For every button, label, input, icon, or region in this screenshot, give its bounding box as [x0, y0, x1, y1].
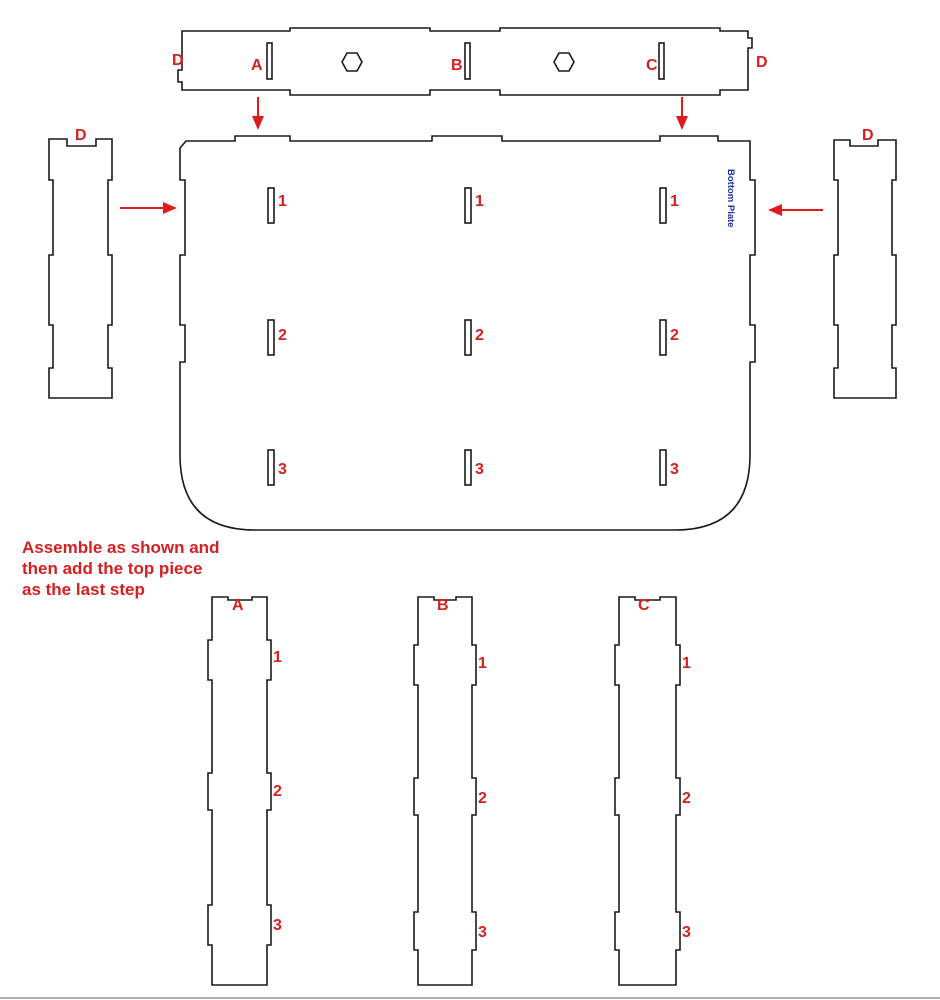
side-piece-right: D [833, 127, 897, 399]
leg-c-outline [614, 596, 681, 986]
instruction-line-1: Assemble as shown and [22, 538, 219, 557]
bottom-slot [267, 449, 275, 486]
side-piece-left-outline [48, 138, 113, 399]
arrow-left [768, 204, 823, 216]
bottom-row-label-2: 2 [278, 327, 287, 344]
bottom-slot [464, 449, 472, 486]
bottom-slot [267, 187, 275, 224]
top-hole-right [553, 52, 575, 72]
arrow-down-right [676, 97, 688, 130]
assembly-arrows [120, 97, 823, 216]
bottom-row-label-1: 1 [670, 193, 679, 210]
side-left-label-d: D [75, 127, 87, 144]
leg-b-outline [413, 596, 477, 986]
leg-b-notch-1: 1 [478, 655, 487, 672]
top-label-c: C [646, 57, 658, 74]
top-piece: D D A B C [172, 27, 768, 96]
leg-b-label: B [437, 597, 449, 614]
top-slot-a [266, 42, 273, 80]
leg-b-notch-3: 3 [478, 924, 487, 941]
bottom-slot [464, 319, 472, 356]
top-label-b: B [451, 57, 463, 74]
bottom-row-label-1: 1 [278, 193, 287, 210]
leg-b-notch-2: 2 [478, 790, 487, 807]
bottom-row-label-3: 3 [278, 461, 287, 478]
instruction-line-2: then add the top piece [22, 559, 202, 578]
leg-b: B 1 2 3 [413, 596, 487, 986]
bottom-plate: 1 1 1 2 2 2 3 3 3 Bottom Plate [179, 135, 756, 531]
instruction-note: Assemble as shown and then add the top p… [22, 538, 219, 599]
bottom-plate-outline [179, 135, 756, 531]
leg-a-notch-2: 2 [273, 783, 282, 800]
bottom-row-label-2: 2 [475, 327, 484, 344]
bottom-row-label-3: 3 [670, 461, 679, 478]
leg-a-notch-3: 3 [273, 917, 282, 934]
leg-c: C 1 2 3 [614, 596, 691, 986]
side-piece-left: D [48, 127, 113, 399]
bottom-row-label-1: 1 [475, 193, 484, 210]
bottom-row-label-2: 2 [670, 327, 679, 344]
bottom-slot [464, 187, 472, 224]
arrow-right [120, 202, 177, 214]
arrow-down-left [252, 97, 264, 130]
leg-c-notch-3: 3 [682, 924, 691, 941]
top-label-a: A [251, 57, 263, 74]
top-label-d-right: D [756, 54, 768, 71]
bottom-plate-label: Bottom Plate [725, 169, 736, 228]
leg-a-notch-1: 1 [273, 649, 282, 666]
instruction-line-3: as the last step [22, 580, 145, 599]
leg-c-notch-1: 1 [682, 655, 691, 672]
bottom-slot [659, 449, 667, 486]
top-label-d-left: D [172, 52, 184, 69]
bottom-slot [267, 319, 275, 356]
leg-c-label: C [638, 597, 650, 614]
bottom-slot [659, 319, 667, 356]
side-piece-right-outline [833, 139, 897, 399]
side-right-label-d: D [862, 127, 874, 144]
leg-a-outline [207, 596, 272, 986]
bottom-slot [659, 187, 667, 224]
leg-a: A 1 2 3 [207, 596, 282, 986]
top-piece-outline [177, 27, 753, 96]
top-slot-b [464, 42, 471, 80]
leg-c-notch-2: 2 [682, 790, 691, 807]
top-slot-c [658, 42, 665, 80]
bottom-row-label-3: 3 [475, 461, 484, 478]
leg-a-label: A [232, 597, 244, 614]
top-hole-left [341, 52, 363, 72]
